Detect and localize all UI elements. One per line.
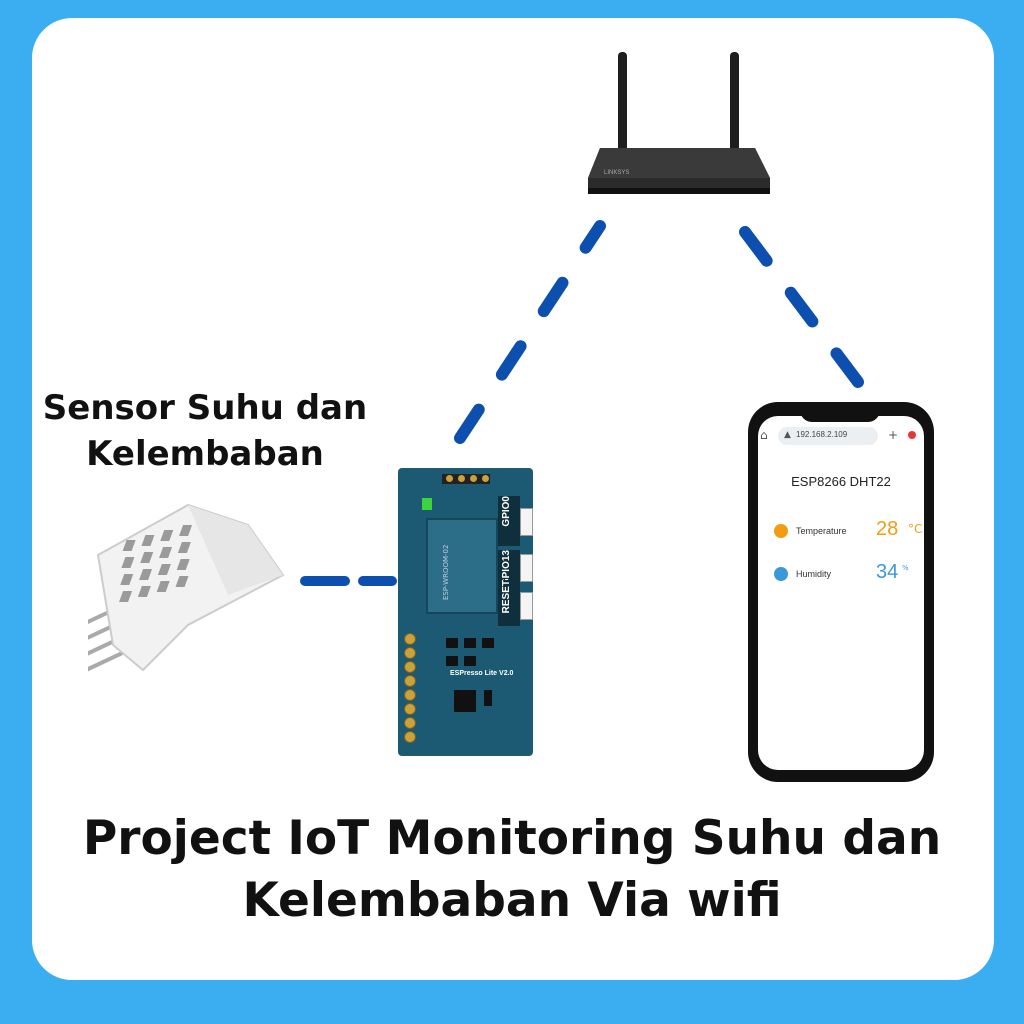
temperature-unit: °C — [908, 522, 923, 536]
tag-gpio0: GPIO0 — [498, 496, 520, 546]
url-field[interactable]: ▲ 192.168.2.109 — [778, 427, 878, 445]
humidity-unit: % — [902, 564, 909, 572]
board-chip — [464, 638, 476, 648]
browser-address-bar: ⌂ ▲ 192.168.2.109 + — [758, 426, 924, 446]
humidity-value: 34 — [876, 561, 899, 583]
gpio0-button — [520, 508, 533, 536]
board-chip — [484, 690, 492, 706]
tag-reset: RESET — [498, 580, 520, 626]
humidity-label: Humidity — [796, 569, 832, 579]
reset-button — [520, 592, 533, 620]
app-title: ESP8266 DHT22 — [791, 474, 891, 489]
gpio13-button — [520, 554, 533, 582]
thermometer-icon — [774, 524, 788, 538]
board-to-router-link — [454, 220, 606, 444]
temperature-value: 28 — [876, 518, 899, 540]
left-pin-row — [404, 633, 416, 751]
router-to-phone-link — [739, 226, 864, 388]
header-pin — [482, 475, 489, 482]
diagram-caption: Project IoT Monitoring Suhu dan Kelembab… — [60, 808, 964, 932]
url-text: 192.168.2.109 — [796, 430, 848, 439]
temperature-label: Temperature — [796, 526, 847, 536]
dht22-sensor-icon — [88, 503, 285, 672]
status-led — [422, 498, 432, 510]
module-text: ESP-WROOM-02 — [442, 544, 450, 600]
board-chip — [464, 656, 476, 666]
browser-menu-icon[interactable] — [908, 431, 916, 439]
header-pin — [446, 475, 453, 482]
board-chip — [482, 638, 494, 648]
caption-line2: Kelembaban Via wifi — [242, 873, 782, 928]
board-chip — [446, 638, 458, 648]
wifi-module — [426, 518, 498, 614]
phone-screen: ⌂ ▲ 192.168.2.109 + ESP8266 DHT22 Temper… — [758, 416, 924, 770]
regulator-chip — [454, 690, 476, 712]
board-brand: ESPresso Lite V2.0 — [450, 670, 514, 677]
esp8266-board-icon: ESP-WROOM-02 GPIO0 GPIO13 RESET ESPresso… — [398, 468, 533, 756]
home-icon[interactable]: ⌂ — [760, 428, 768, 442]
new-tab-icon[interactable]: + — [888, 428, 899, 442]
wifi-router-icon: LINKSYS — [588, 52, 770, 194]
sensor-label-line2: Kelembaban — [86, 434, 324, 474]
board-chip — [446, 656, 458, 666]
water-drop-icon — [774, 567, 788, 581]
header-pin — [470, 475, 477, 482]
phone-notch — [800, 404, 880, 422]
caption-line1: Project IoT Monitoring Suhu dan — [82, 811, 942, 866]
header-pin — [458, 475, 465, 482]
board-header-strip — [442, 474, 490, 484]
warning-icon: ▲ — [784, 430, 791, 440]
sensor-label-line1: Sensor Suhu dan — [42, 388, 368, 428]
sensor-label: Sensor Suhu dan Kelembaban — [30, 385, 380, 477]
router-brand: LINKSYS — [604, 170, 629, 176]
